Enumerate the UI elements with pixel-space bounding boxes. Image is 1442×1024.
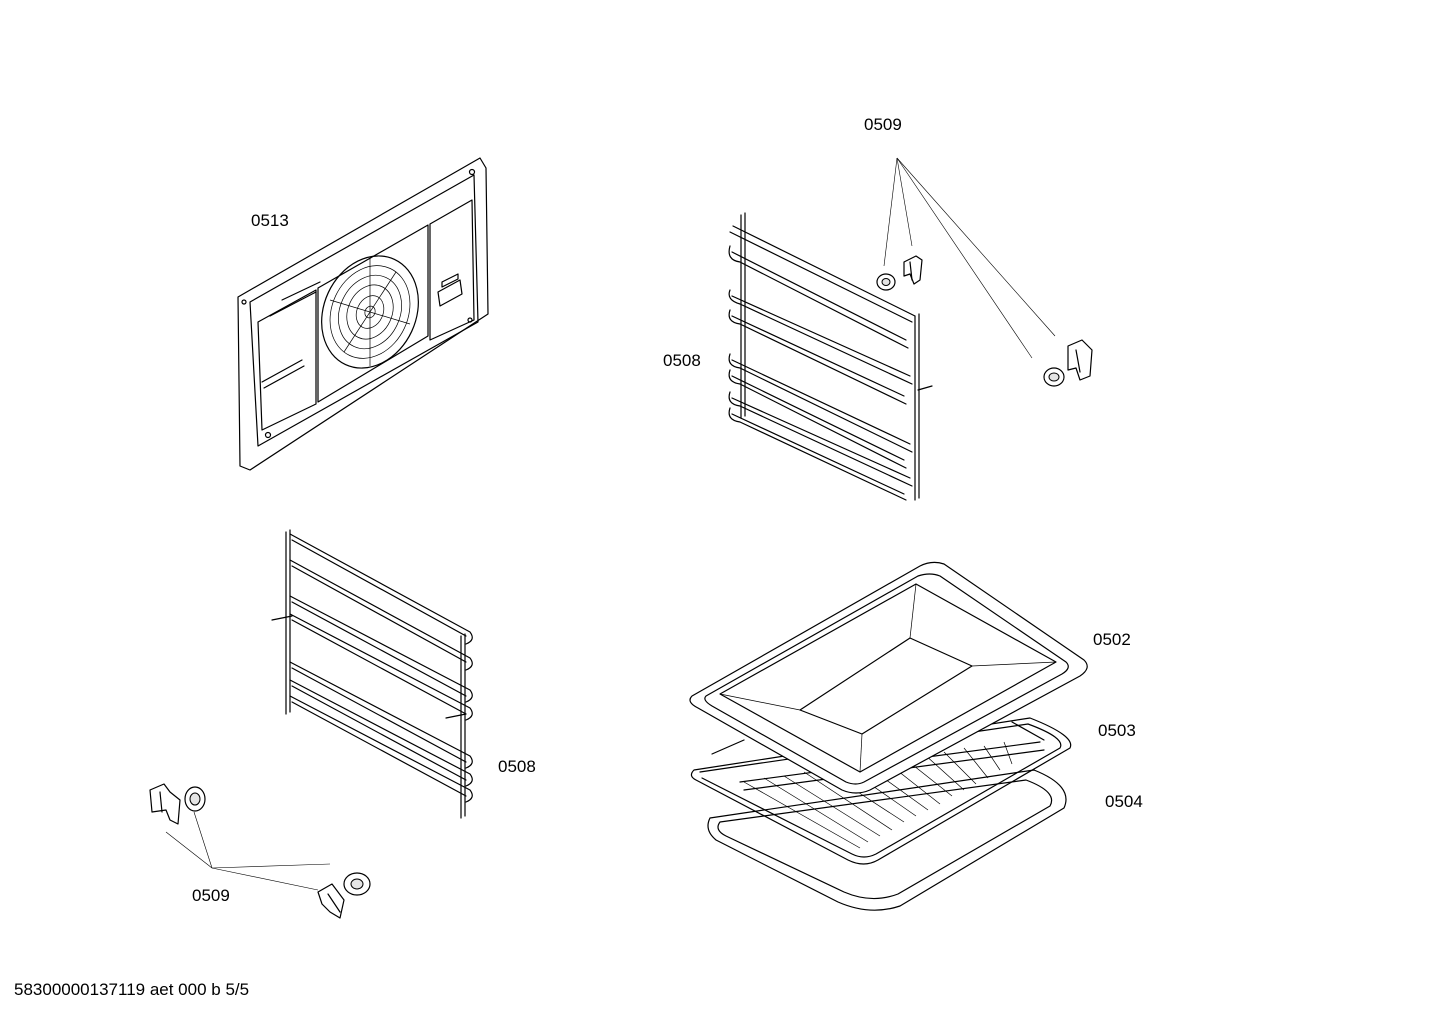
rack-support-clips-upper-0509 xyxy=(876,157,1093,387)
document-footer-code: 58300000137119 aet 000 b 5/5 xyxy=(14,980,250,999)
label-support-bottom: 0509 xyxy=(192,886,230,905)
label-rack-left: 0508 xyxy=(498,757,536,776)
label-tray-deep: 0502 xyxy=(1093,630,1131,649)
deep-roasting-tray-0502 xyxy=(689,561,1088,794)
label-back-panel: 0513 xyxy=(251,211,289,230)
back-panel-0513 xyxy=(237,157,489,471)
shelf-rack-left-0508 xyxy=(271,529,473,819)
flat-baking-tray-0504 xyxy=(707,769,1067,911)
label-support-top: 0509 xyxy=(864,115,902,134)
label-tray-flat: 0504 xyxy=(1105,792,1143,811)
rack-support-clips-lower-0509 xyxy=(149,783,371,919)
fan-guard-icon xyxy=(321,255,419,369)
shelf-rack-right-0508 xyxy=(728,212,933,501)
label-rack-right: 0508 xyxy=(663,351,701,370)
label-grid-shelf: 0503 xyxy=(1098,721,1136,740)
